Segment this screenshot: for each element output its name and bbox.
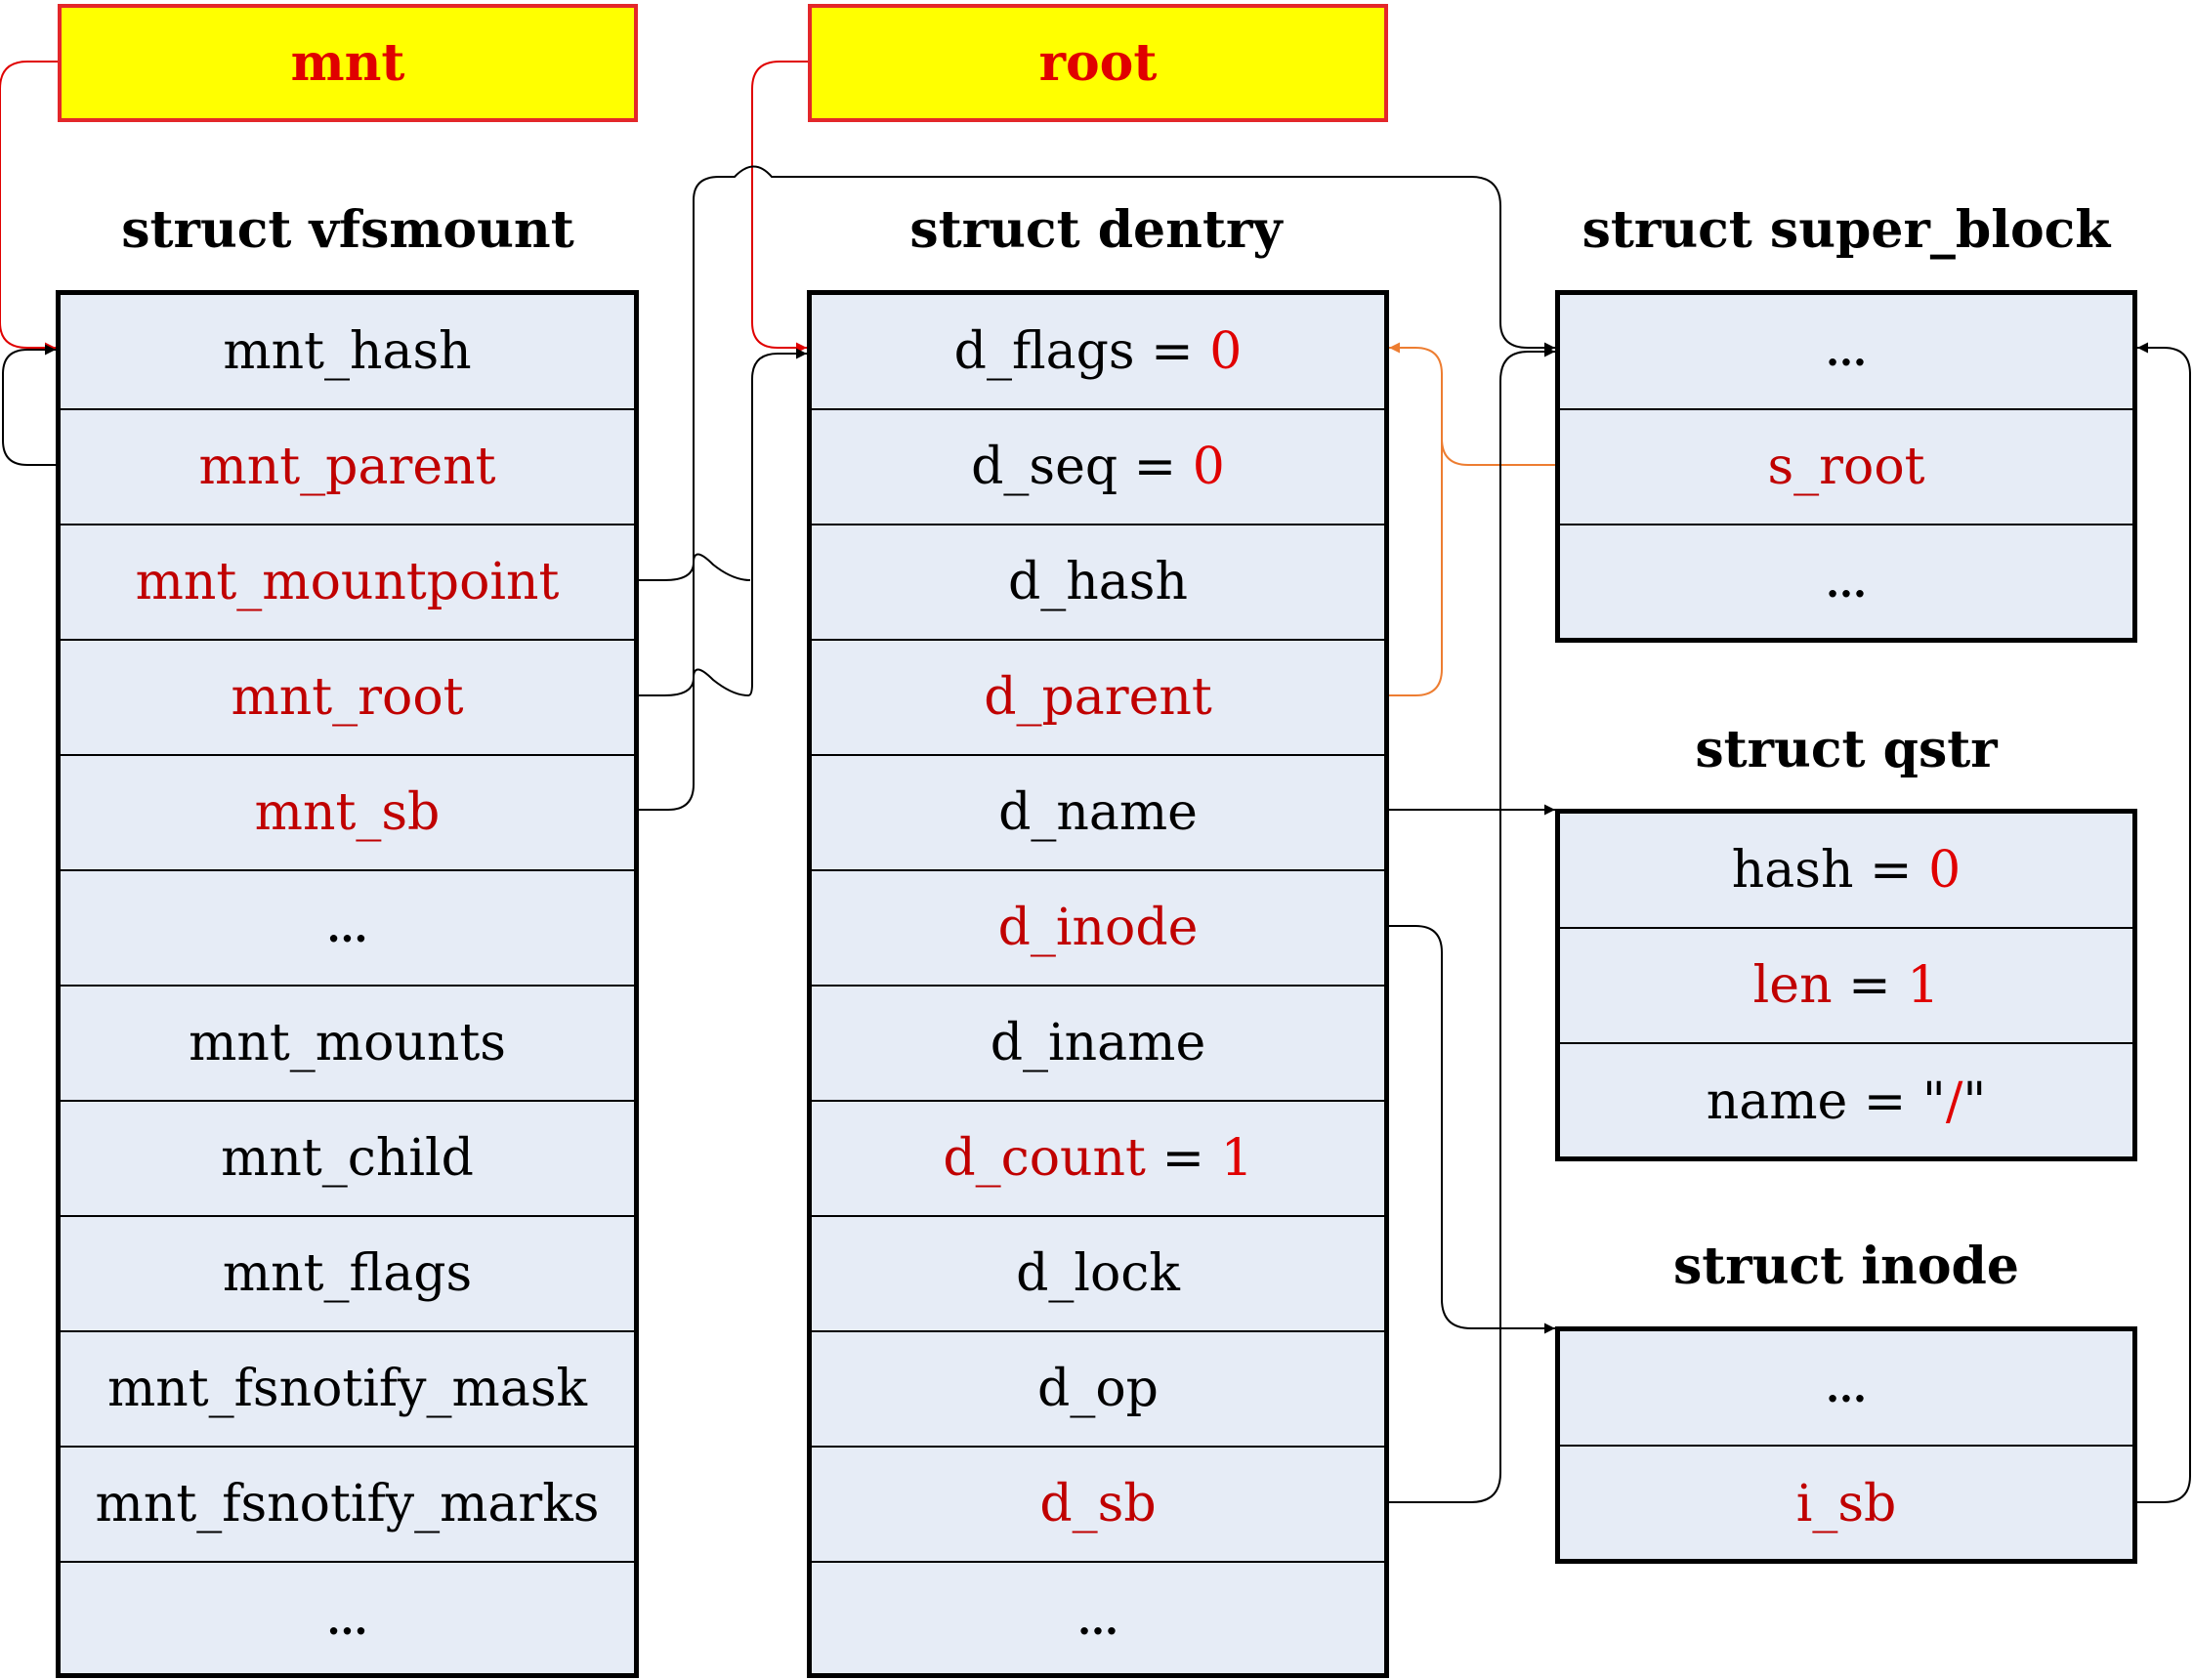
qstr-title: struct qstr bbox=[1695, 720, 1998, 779]
d-seq-label: d_seq = bbox=[971, 438, 1193, 496]
field-dentry-ellipsis: ... bbox=[1077, 1597, 1118, 1644]
arrow-mnt-root-to-dentry bbox=[639, 668, 753, 697]
field-mnt-root: mnt_root bbox=[61, 641, 634, 756]
field-inode-ellipsis: ... bbox=[1560, 1331, 2132, 1447]
inode-table: ... i_sb bbox=[1555, 1326, 2137, 1564]
field-d-count: d_count = 1 bbox=[812, 1102, 1384, 1217]
name-suffix: " bbox=[1962, 1072, 1987, 1131]
hash-label: hash = bbox=[1731, 841, 1929, 900]
d-flags-value: 0 bbox=[1209, 322, 1243, 381]
field-mnt-mountpoint: mnt_mountpoint bbox=[61, 525, 634, 641]
dentry-title: struct dentry bbox=[909, 200, 1283, 260]
dentry-table: d_flags = 0 d_seq = 0 d_hash d_parent d_… bbox=[807, 290, 1389, 1678]
super-block-table: ... s_root ... bbox=[1555, 290, 2137, 643]
arrow-d-sb-to-super-block bbox=[1389, 346, 1555, 1503]
field-vfsmount-ellipsis-1: ... bbox=[61, 871, 634, 987]
field-mnt-hash: mnt_hash bbox=[61, 295, 634, 410]
arrow-d-parent-to-dentry bbox=[1389, 374, 1443, 696]
field-mnt-sb: mnt_sb bbox=[61, 756, 634, 871]
field-len: len = 1 bbox=[1560, 929, 2132, 1044]
field-hash: hash = 0 bbox=[1560, 814, 2132, 929]
field-d-op: d_op bbox=[812, 1332, 1384, 1448]
field-d-flags: d_flags = 0 bbox=[812, 295, 1384, 410]
arrow-i-sb-to-super-block bbox=[2137, 342, 2191, 1503]
len-value: 1 bbox=[1907, 956, 1940, 1015]
field-name: name = "/" bbox=[1560, 1044, 2132, 1159]
field-d-sb: d_sb bbox=[812, 1448, 1384, 1563]
name-value: / bbox=[1945, 1072, 1963, 1131]
field-d-seq: d_seq = 0 bbox=[812, 410, 1384, 525]
d-flags-label: d_flags = bbox=[953, 322, 1210, 381]
field-i-sb: i_sb bbox=[1795, 1475, 1897, 1533]
field-mnt-flags: mnt_flags bbox=[61, 1217, 634, 1332]
arrow-vfsmount-to-dentry-head bbox=[751, 348, 807, 684]
field-mnt-fsnotify-mask: mnt_fsnotify_mask bbox=[61, 1332, 634, 1448]
field-d-hash: d_hash bbox=[812, 525, 1384, 641]
hash-value: 0 bbox=[1928, 841, 1961, 900]
vfsmount-table: mnt_hash mnt_parent mnt_mountpoint mnt_r… bbox=[56, 290, 639, 1678]
arrow-mnt-to-vfsmount bbox=[0, 61, 58, 354]
d-count-label: d_count bbox=[943, 1129, 1146, 1188]
vfsmount-title: struct vfsmount bbox=[121, 200, 574, 260]
field-vfsmount-ellipsis-2: ... bbox=[326, 1597, 368, 1644]
d-count-eq: = bbox=[1145, 1129, 1221, 1188]
arrow-d-inode-to-inode bbox=[1389, 925, 1555, 1334]
field-super-block-ellipsis-2: ... bbox=[1826, 560, 1867, 607]
d-seq-value: 0 bbox=[1192, 438, 1225, 496]
field-super-block-ellipsis-1: ... bbox=[1560, 295, 2132, 410]
field-s-root: s_root bbox=[1560, 410, 2132, 525]
len-label: len bbox=[1752, 956, 1833, 1015]
field-d-lock: d_lock bbox=[812, 1217, 1384, 1332]
qstr-table: hash = 0 len = 1 name = "/" bbox=[1555, 809, 2137, 1161]
field-d-name: d_name bbox=[812, 756, 1384, 871]
field-d-iname: d_iname bbox=[812, 987, 1384, 1102]
len-eq: = bbox=[1832, 956, 1908, 1015]
inode-title: struct inode bbox=[1673, 1237, 2019, 1296]
arrow-mnt-parent-to-vfsmount bbox=[2, 344, 58, 466]
field-mnt-child: mnt_child bbox=[61, 1102, 634, 1217]
super-block-title: struct super_block bbox=[1581, 200, 2111, 260]
field-mnt-mounts: mnt_mounts bbox=[61, 987, 634, 1102]
name-prefix: name = " bbox=[1706, 1072, 1946, 1131]
arrow-s-root-to-dentry bbox=[1389, 342, 1555, 466]
arrow-mnt-mountpoint-to-dentry bbox=[639, 553, 751, 581]
field-mnt-parent: mnt_parent bbox=[61, 410, 634, 525]
field-d-parent: d_parent bbox=[812, 641, 1384, 756]
arrow-root-to-dentry bbox=[751, 61, 808, 354]
root-pointer-box: root bbox=[808, 4, 1388, 122]
d-count-value: 1 bbox=[1220, 1129, 1253, 1188]
field-d-inode: d_inode bbox=[812, 871, 1384, 987]
field-mnt-fsnotify-marks: mnt_fsnotify_marks bbox=[61, 1448, 634, 1563]
mnt-pointer-box: mnt bbox=[58, 4, 638, 122]
